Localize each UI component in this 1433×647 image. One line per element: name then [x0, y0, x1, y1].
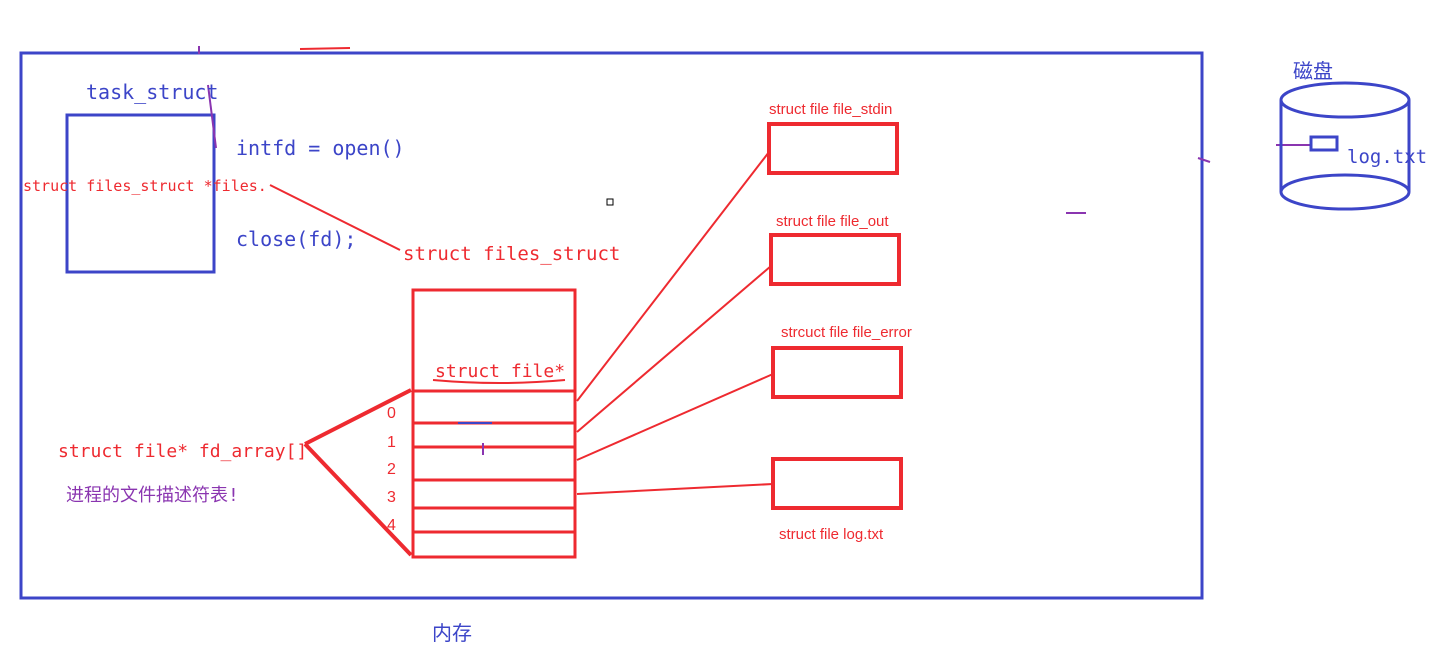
close-call: close(fd); — [236, 227, 357, 251]
disk-file-label: log.txt — [1347, 146, 1428, 168]
pointer-lines — [269, 151, 774, 495]
fd-index-4: 4 — [387, 517, 396, 534]
file-out-label: struct file file_out — [776, 213, 889, 230]
fd-array-cells — [413, 389, 575, 534]
task-struct-title: task_struct — [86, 80, 219, 104]
fd-index-3: 3 — [387, 489, 396, 506]
disk-label: 磁盘 — [1293, 59, 1333, 83]
files-struct-title: struct files_struct — [403, 243, 621, 265]
open-call: intfd = open() — [236, 136, 405, 160]
disk-icon — [1279, 81, 1411, 211]
fd-index-0: 0 — [387, 405, 396, 422]
cursor-marker — [606, 198, 614, 206]
file-logtxt-box — [771, 457, 903, 510]
fd-table-description: 进程的文件描述符表! — [66, 485, 239, 506]
stray-marks — [198, 46, 1312, 455]
memory-label: 内存 — [432, 621, 472, 645]
fd-entry-type: struct file* — [435, 361, 566, 382]
file-error-box — [771, 346, 903, 399]
file-logtxt-label: struct file log.txt — [779, 526, 884, 543]
file-stdin-label: struct file file_stdin — [769, 101, 893, 118]
file-out-box — [769, 233, 901, 286]
files-pointer-field: struct files_struct *files. — [23, 177, 267, 195]
fd-array-declaration: struct file* fd_array[] — [58, 441, 308, 462]
fd-index-2: 2 — [387, 461, 396, 478]
task-struct-box — [65, 113, 216, 274]
memory-box — [19, 51, 1204, 600]
fd-index-1: 1 — [387, 434, 396, 451]
file-stdin-box — [767, 122, 899, 175]
fd-array-bracket — [303, 388, 413, 557]
file-error-label: strcuct file file_error — [781, 324, 912, 341]
